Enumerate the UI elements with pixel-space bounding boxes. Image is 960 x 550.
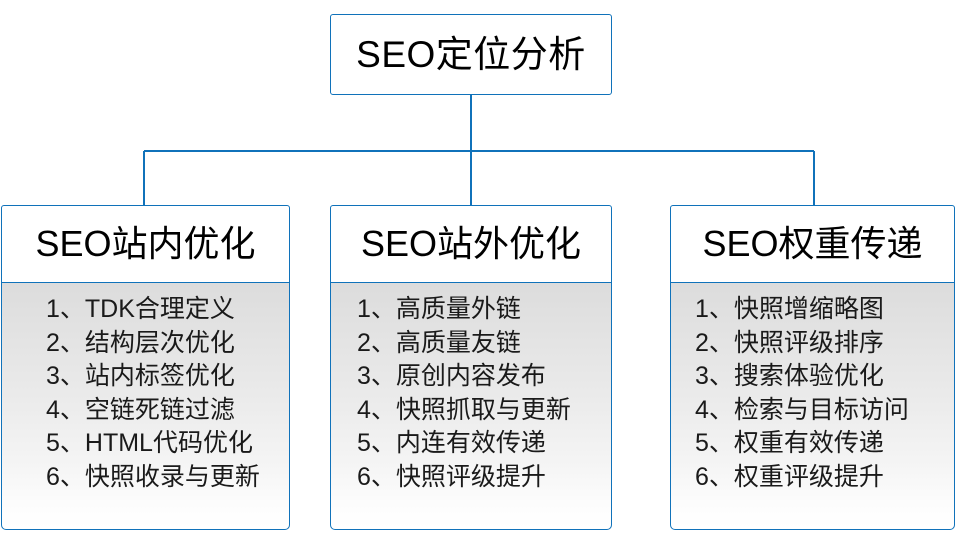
list-item: 6、快照评级提升 xyxy=(357,462,546,491)
branch-list-3: 1、快照增缩略图 2、快照评级排序 3、搜索体验优化 4、检索与目标访问 5、权… xyxy=(670,283,955,530)
branch-header-3[interactable]: SEO权重传递 xyxy=(670,205,955,283)
branch-column-1: SEO站内优化 1、TDK合理定义 2、结构层次优化 3、站内标签优化 4、空链… xyxy=(1,205,290,530)
list-item: 5、权重有效传递 xyxy=(695,429,884,457)
list-item: 6、权重评级提升 xyxy=(695,462,884,491)
list-item: 1、快照增缩略图 xyxy=(695,295,884,323)
list-item: 3、搜索体验优化 xyxy=(695,362,884,390)
branch-header-2[interactable]: SEO站外优化 xyxy=(330,205,612,283)
list-item: 5、内连有效传递 xyxy=(357,429,546,457)
branch-column-2: SEO站外优化 1、高质量外链 2、高质量友链 3、原创内容发布 4、快照抓取与… xyxy=(330,205,612,530)
list-item: 1、TDK合理定义 xyxy=(46,295,235,323)
branch-header-label-1: SEO站内优化 xyxy=(35,223,256,264)
branch-column-3: SEO权重传递 1、快照增缩略图 2、快照评级排序 3、搜索体验优化 4、检索与… xyxy=(670,205,955,530)
branch-header-label-3: SEO权重传递 xyxy=(702,223,923,264)
list-item: 4、快照抓取与更新 xyxy=(357,395,571,424)
list-item: 3、原创内容发布 xyxy=(357,362,546,390)
branch-list-2: 1、高质量外链 2、高质量友链 3、原创内容发布 4、快照抓取与更新 5、内连有… xyxy=(330,283,612,530)
list-item: 4、检索与目标访问 xyxy=(695,395,909,424)
list-item: 2、快照评级排序 xyxy=(695,328,884,357)
list-item: 1、高质量外链 xyxy=(357,295,521,323)
list-item: 6、快照收录与更新 xyxy=(46,462,260,491)
list-item: 4、空链死链过滤 xyxy=(46,395,235,424)
branch-list-1: 1、TDK合理定义 2、结构层次优化 3、站内标签优化 4、空链死链过滤 5、H… xyxy=(1,283,290,530)
list-item: 3、站内标签优化 xyxy=(46,362,235,390)
list-item: 2、高质量友链 xyxy=(357,328,521,357)
root-node[interactable]: SEO定位分析 xyxy=(330,14,612,95)
branch-header-1[interactable]: SEO站内优化 xyxy=(1,205,290,283)
list-item: 5、HTML代码优化 xyxy=(46,429,253,457)
root-node-label: SEO定位分析 xyxy=(356,34,586,75)
branch-header-label-2: SEO站外优化 xyxy=(360,223,582,264)
list-item: 2、结构层次优化 xyxy=(46,328,235,357)
